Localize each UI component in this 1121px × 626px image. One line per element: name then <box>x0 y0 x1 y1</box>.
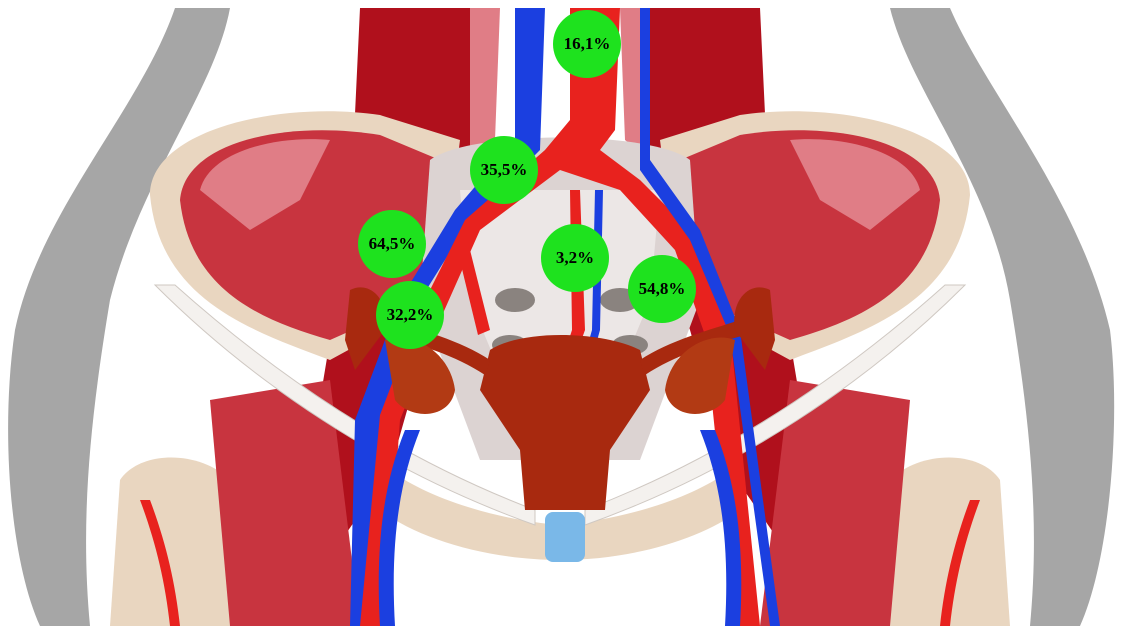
sacral-foramen-left <box>495 288 535 312</box>
marker-internal-iliac-left[interactable]: 32,2% <box>376 281 444 349</box>
marker-ovarian-right[interactable]: 54,8% <box>628 255 696 323</box>
marker-external-iliac-left[interactable]: 64,5% <box>358 210 426 278</box>
marker-common-iliac[interactable]: 35,5% <box>470 136 538 204</box>
bladder <box>545 512 585 562</box>
marker-aorta-bifurcation[interactable]: 16,1% <box>553 10 621 78</box>
marker-median-sacral[interactable]: 3,2% <box>541 224 609 292</box>
